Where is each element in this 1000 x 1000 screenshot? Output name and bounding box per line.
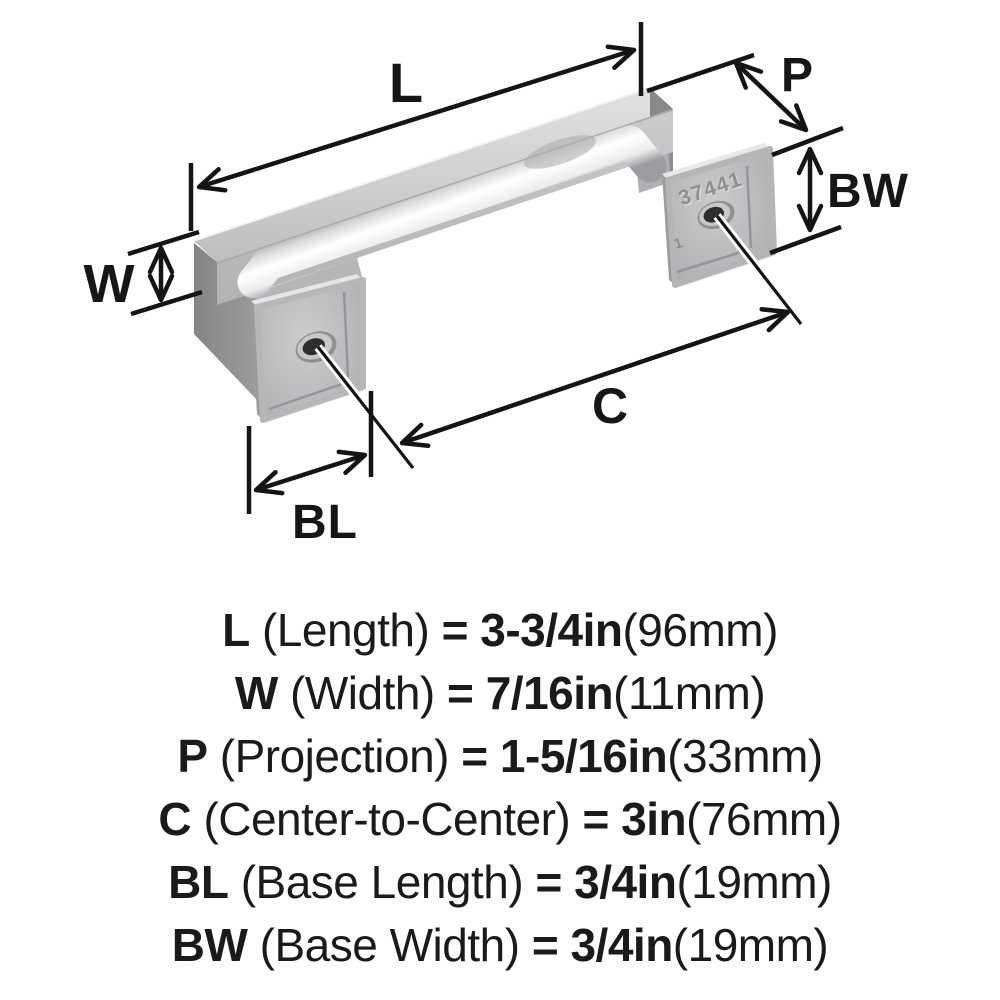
spec-value: 7/16in xyxy=(485,667,614,719)
dimension-P xyxy=(646,52,809,133)
spec-abbr: W xyxy=(234,667,278,719)
dimension-label-BW: BW xyxy=(827,165,909,218)
spec-equals: = xyxy=(461,730,488,782)
spec-equals: = xyxy=(441,604,469,656)
dimension-label-W: W xyxy=(84,254,135,314)
spec-name: (Width) xyxy=(290,667,435,719)
dimension-C xyxy=(399,307,791,448)
spec-value: 3/4in xyxy=(574,856,677,908)
BW-tick-bottom xyxy=(769,224,842,256)
dimension-labels: L W P BW C BL xyxy=(84,49,909,549)
left-base-groove-right xyxy=(342,291,350,378)
spec-abbr: C xyxy=(158,793,192,845)
left-screw-leader-line xyxy=(316,346,415,469)
right-base-groove-bottom xyxy=(676,248,749,274)
dimension-annotations xyxy=(127,22,844,514)
spec-metric: (96mm) xyxy=(622,604,778,656)
spec-name: (Length) xyxy=(261,604,430,656)
spec-metric: (76mm) xyxy=(686,793,842,845)
spec-row-base-length: BL (Base Length) = 3/4in(19mm) xyxy=(0,851,1000,914)
spec-metric: (19mm) xyxy=(676,856,832,908)
dimension-BL xyxy=(246,391,374,514)
spec-value: 3/4in xyxy=(570,919,673,971)
dimension-spec-list: L (Length) = 3-3/4in(96mm) W (Width) = 7… xyxy=(0,599,1000,977)
spec-row-width: W (Width) = 7/16in(11mm) xyxy=(0,662,1000,725)
spec-metric: (11mm) xyxy=(613,667,766,719)
spec-value: 3in xyxy=(621,793,687,845)
spec-equals: = xyxy=(447,667,474,719)
C-dimension-line xyxy=(399,307,791,448)
dimension-L xyxy=(188,22,644,231)
spec-name: (Base Length) xyxy=(240,856,524,908)
dimension-label-BL: BL xyxy=(292,496,358,549)
spec-metric: (19mm) xyxy=(672,919,829,971)
spec-row-projection: P (Projection) = 1-5/16in(33mm) xyxy=(0,725,1000,788)
L-dimension-line xyxy=(196,44,637,193)
spec-name: (Center-to-Center) xyxy=(203,793,571,845)
handle-diagram-svg: 37441 37441 1 xyxy=(84,22,909,549)
spec-abbr: BW xyxy=(171,919,248,971)
right-base-groove-right xyxy=(745,165,753,249)
P-dimension-line xyxy=(733,60,809,133)
left-mounting-base xyxy=(251,274,366,423)
handle-fold-seam xyxy=(216,109,673,264)
dimension-BW xyxy=(769,125,844,256)
left-base-groove-bottom xyxy=(268,381,346,411)
BW-tick-top xyxy=(771,125,844,158)
dimension-W xyxy=(127,229,203,317)
spec-row-length: L (Length) = 3-3/4in(96mm) xyxy=(0,599,1000,662)
spec-equals: = xyxy=(535,856,562,908)
dimension-label-L: L xyxy=(389,51,423,114)
right-screw-leader-line xyxy=(715,215,803,325)
screw-center-leaders xyxy=(314,213,805,471)
dimension-label-C: C xyxy=(592,378,628,434)
spec-equals: = xyxy=(531,919,559,971)
spec-value: 1-5/16in xyxy=(499,730,668,782)
spec-value: 3-3/4in xyxy=(480,604,623,656)
spec-row-center-to-center: C (Center-to-Center) = 3in(76mm) xyxy=(0,788,1000,851)
handle-grip-channel xyxy=(237,125,667,299)
spec-abbr: L xyxy=(222,604,250,656)
spec-metric: (33mm) xyxy=(667,730,823,782)
P-tick-top xyxy=(646,52,755,94)
spec-abbr: BL xyxy=(168,856,229,908)
W-tick-top xyxy=(127,229,200,257)
spec-name: (Projection) xyxy=(219,730,450,782)
W-tick-bottom xyxy=(130,289,203,317)
spec-abbr: P xyxy=(177,730,208,782)
spec-row-base-width: BW (Base Width) = 3/4in(19mm) xyxy=(0,914,1000,977)
dimension-label-P: P xyxy=(781,49,813,102)
spec-name: (Base Width) xyxy=(259,919,520,971)
spec-equals: = xyxy=(582,793,610,845)
BL-dimension-line xyxy=(253,449,368,496)
